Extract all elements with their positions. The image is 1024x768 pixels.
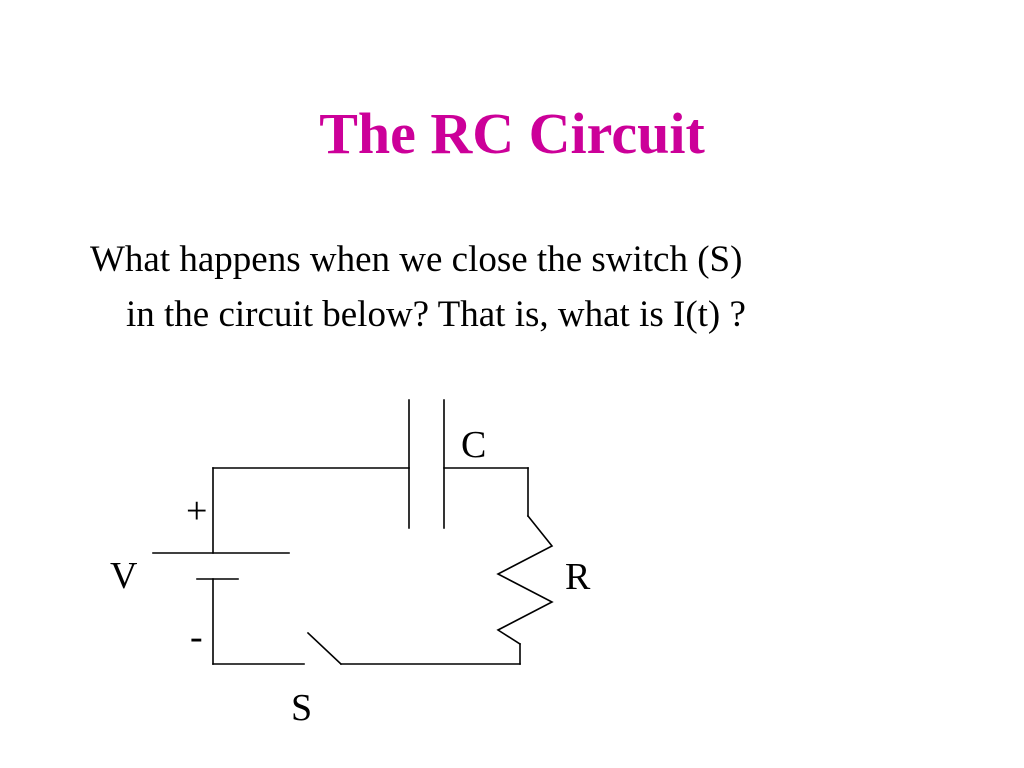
negative-terminal-label: - — [190, 616, 203, 658]
slide-title: The RC Circuit — [319, 101, 705, 166]
switch-label: S — [291, 687, 312, 729]
battery-label: V — [110, 555, 138, 597]
positive-terminal-label: + — [186, 490, 207, 532]
resistor — [496, 514, 554, 646]
switch-blade — [306, 631, 343, 666]
capacitor-label: C — [461, 424, 486, 466]
resistor-label: R — [565, 556, 591, 598]
question-text: What happens when we close the switch (S… — [90, 232, 970, 342]
question-line-1: What happens when we close the switch (S… — [90, 239, 743, 280]
question-line-2: in the circuit below? That is, what is I… — [126, 294, 746, 335]
